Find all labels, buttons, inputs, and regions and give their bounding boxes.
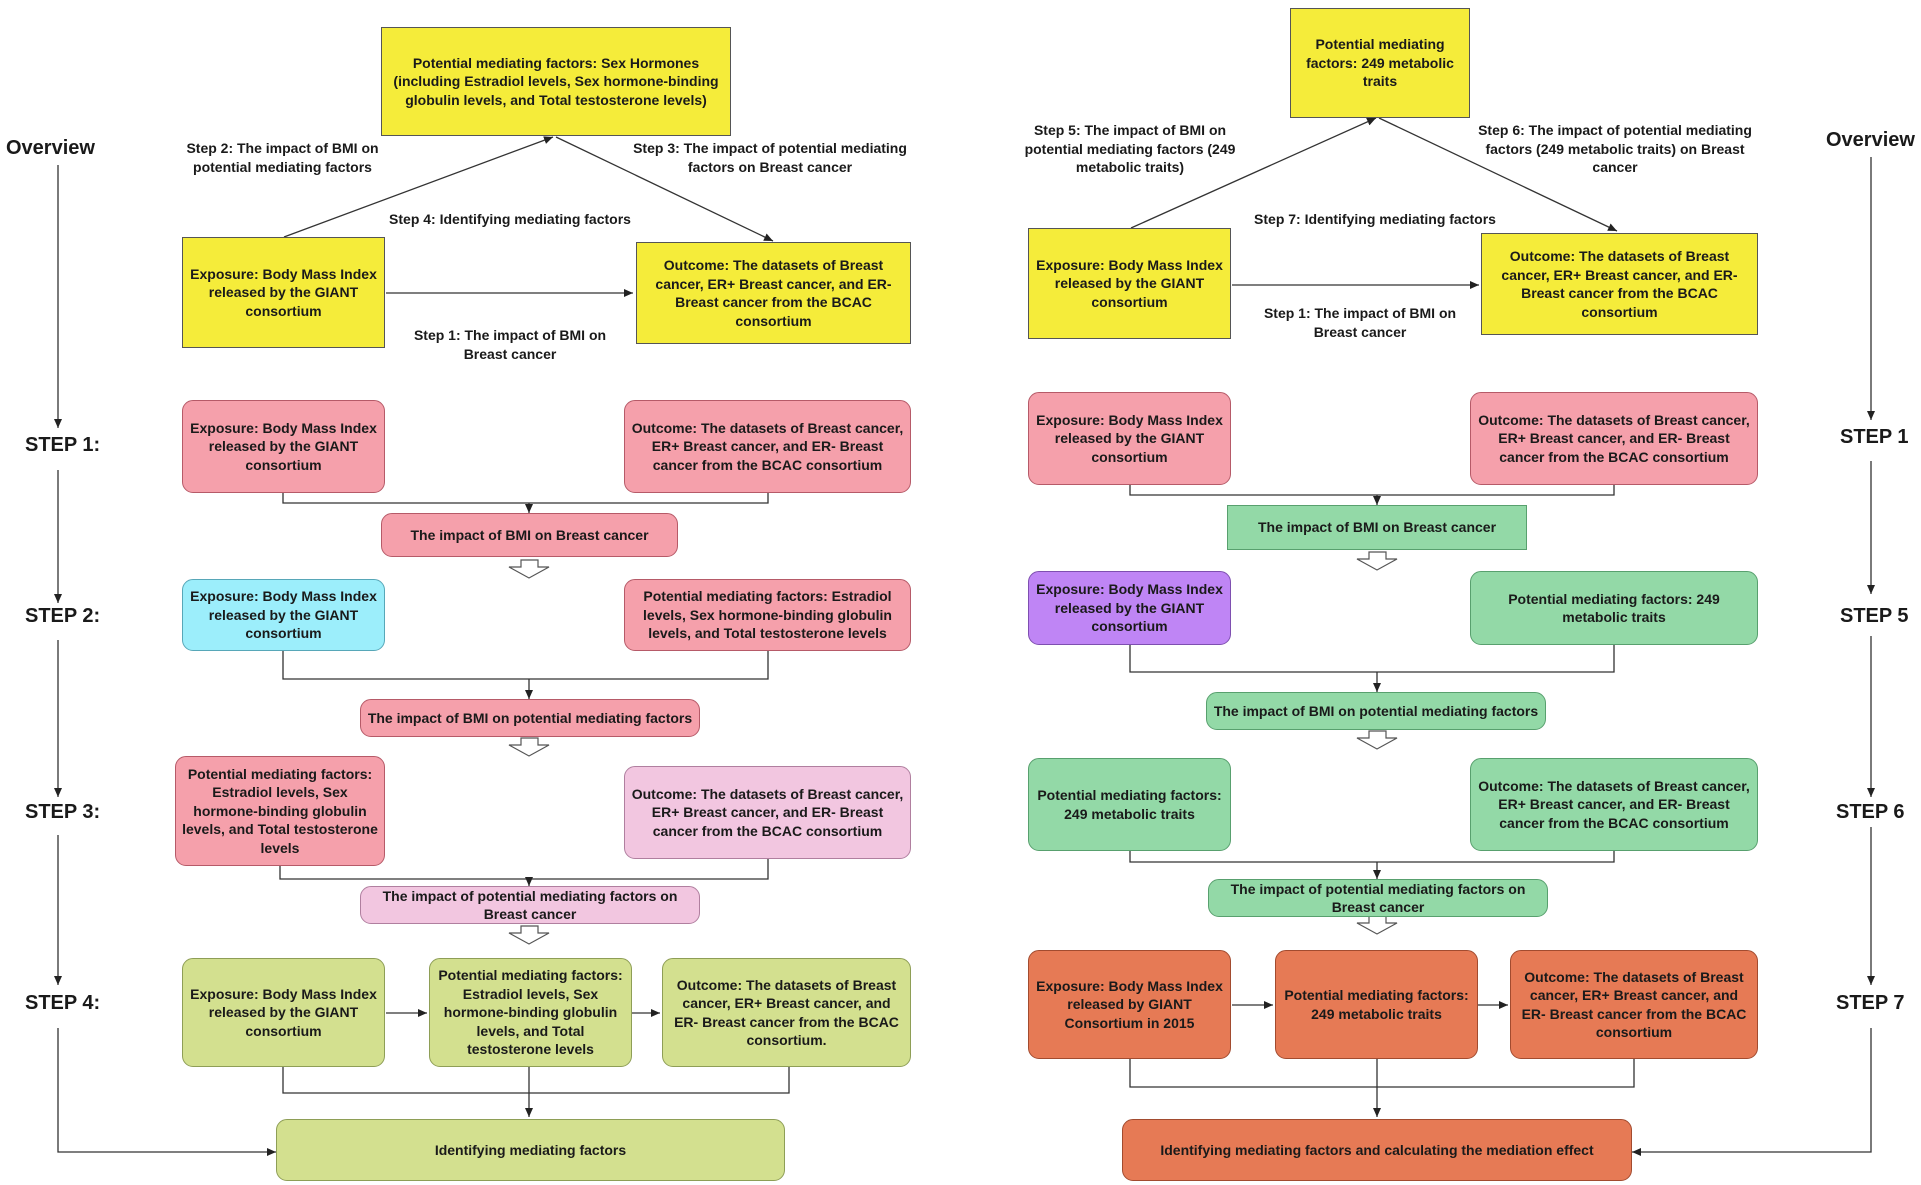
- left-step1-arrow-label: Step 1: The impact of BMI on Breast canc…: [413, 327, 607, 362]
- right-step5-arrow-label: Step 5: The impact of BMI on potential m…: [1024, 122, 1236, 175]
- left-overview-label: Overview: [6, 137, 95, 159]
- right-s7-outcome-box: Outcome: The datasets of Breast cancer, …: [1510, 950, 1758, 1059]
- left-step3-arrow-label: Step 3: The impact of potential mediatin…: [633, 140, 907, 175]
- left-top-outcome-box: Outcome: The datasets of Breast cancer, …: [636, 242, 911, 344]
- right-step-1-label: STEP 1: [1840, 426, 1909, 448]
- right-step1-arrow-label: Step 1: The impact of BMI on Breast canc…: [1263, 305, 1457, 340]
- right-s6-outcome-box: Outcome: The datasets of Breast cancer, …: [1470, 758, 1758, 851]
- left-s2-exposure-box: Exposure: Body Mass Index released by th…: [182, 579, 385, 651]
- left-s1-result-box: The impact of BMI on Breast cancer: [381, 513, 678, 557]
- left-step-1-label: STEP 1:: [25, 434, 101, 456]
- left-step-3-label: STEP 3:: [25, 801, 101, 823]
- left-step4-arrow-label: Step 4: Identifying mediating factors: [389, 211, 631, 227]
- right-top-outcome-box: Outcome: The datasets of Breast cancer, …: [1481, 233, 1758, 335]
- left-step-2-label: STEP 2:: [25, 605, 101, 627]
- left-s2-result-box: The impact of BMI on potential mediating…: [360, 699, 700, 737]
- left-step-4-label: STEP 4:: [25, 992, 101, 1014]
- right-step6-arrow-label: Step 6: The impact of potential mediatin…: [1478, 122, 1752, 175]
- right-s7-result-box: Identifying mediating factors and calcul…: [1122, 1119, 1632, 1181]
- left-s4-mediators-box: Potential mediating factors: Estradiol l…: [429, 958, 632, 1067]
- right-step-6-label: STEP 6: [1836, 801, 1905, 823]
- left-top-exposure-box: Exposure: Body Mass Index released by th…: [182, 237, 385, 348]
- right-s7-mediators-box: Potential mediating factors: 249 metabol…: [1275, 950, 1478, 1059]
- right-s5-result-box: The impact of BMI on potential mediating…: [1206, 692, 1546, 730]
- left-step2-arrow-label: Step 2: The impact of BMI on potential m…: [186, 140, 379, 175]
- right-s5-exposure-box: Exposure: Body Mass Index released by th…: [1028, 571, 1231, 645]
- right-s6-result-box: The impact of potential mediating factor…: [1208, 879, 1548, 917]
- left-s4-outcome-box: Outcome: The datasets of Breast cancer, …: [662, 958, 911, 1067]
- right-s7-exposure-box: Exposure: Body Mass Index released by GI…: [1028, 950, 1231, 1059]
- right-s1-exposure-box: Exposure: Body Mass Index released by th…: [1028, 392, 1231, 485]
- left-s4-result-box: Identifying mediating factors: [276, 1119, 785, 1181]
- left-s3-outcome-box: Outcome: The datasets of Breast cancer, …: [624, 766, 911, 859]
- right-s1-result-box: The impact of BMI on Breast cancer: [1227, 505, 1527, 550]
- left-top-mediators-box: Potential mediating factors: Sex Hormone…: [381, 27, 731, 136]
- left-s2-mediators-box: Potential mediating factors: Estradiol l…: [624, 579, 911, 651]
- left-s1-exposure-box: Exposure: Body Mass Index released by th…: [182, 400, 385, 493]
- right-overview-label: Overview: [1826, 129, 1915, 151]
- right-s6-mediators-box: Potential mediating factors: 249 metabol…: [1028, 758, 1231, 851]
- left-s1-outcome-box: Outcome: The datasets of Breast cancer, …: [624, 400, 911, 493]
- right-s1-outcome-box: Outcome: The datasets of Breast cancer, …: [1470, 392, 1758, 485]
- right-step7-arrow-label: Step 7: Identifying mediating factors: [1254, 211, 1496, 227]
- right-top-mediators-box: Potential mediating factors: 249 metabol…: [1290, 8, 1470, 118]
- right-step-5-label: STEP 5: [1840, 605, 1909, 627]
- left-s3-result-box: The impact of potential mediating factor…: [360, 886, 700, 924]
- right-top-exposure-box: Exposure: Body Mass Index released by th…: [1028, 228, 1231, 339]
- left-s3-mediators-box: Potential mediating factors: Estradiol l…: [175, 756, 385, 866]
- right-step-7-label: STEP 7: [1836, 992, 1905, 1014]
- left-s4-exposure-box: Exposure: Body Mass Index released by th…: [182, 958, 385, 1067]
- right-s5-mediators-box: Potential mediating factors: 249 metabol…: [1470, 571, 1758, 645]
